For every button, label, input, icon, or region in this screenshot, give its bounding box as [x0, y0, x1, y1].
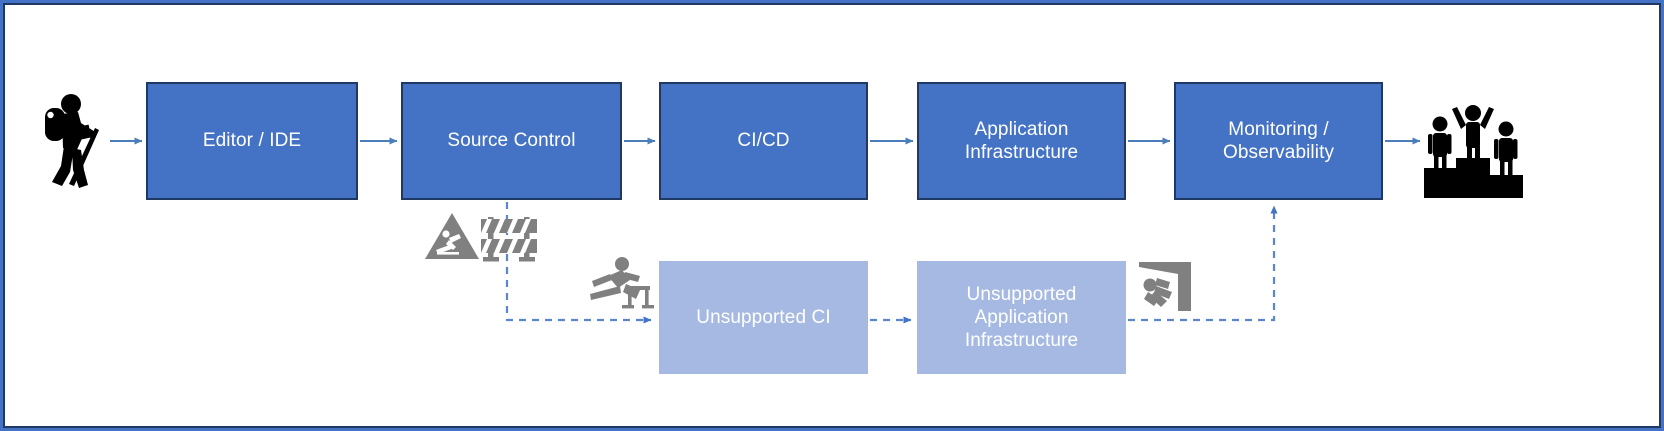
node-label: Monitoring / Observability	[1222, 118, 1335, 163]
node-label: Application Infrastructure	[964, 118, 1079, 163]
node-label: CI/CD	[737, 130, 790, 152]
node-application-infrastructure[interactable]: Application Infrastructure	[917, 82, 1126, 200]
node-monitoring-observability[interactable]: Monitoring / Observability	[1174, 82, 1383, 200]
node-label: Editor / IDE	[202, 130, 302, 152]
node-unsupported-ci[interactable]: Unsupported CI	[659, 261, 868, 374]
diagram-inner-border	[3, 3, 1661, 428]
node-label: Unsupported CI	[696, 306, 831, 328]
node-label: Unsupported Application Infrastructure	[964, 283, 1079, 352]
node-label: Source Control	[447, 130, 576, 152]
node-unsupported-application-infrastructure[interactable]: Unsupported Application Infrastructure	[917, 261, 1126, 374]
node-ci-cd[interactable]: CI/CD	[659, 82, 868, 200]
node-editor-ide[interactable]: Editor / IDE	[146, 82, 358, 200]
node-source-control[interactable]: Source Control	[401, 82, 622, 200]
